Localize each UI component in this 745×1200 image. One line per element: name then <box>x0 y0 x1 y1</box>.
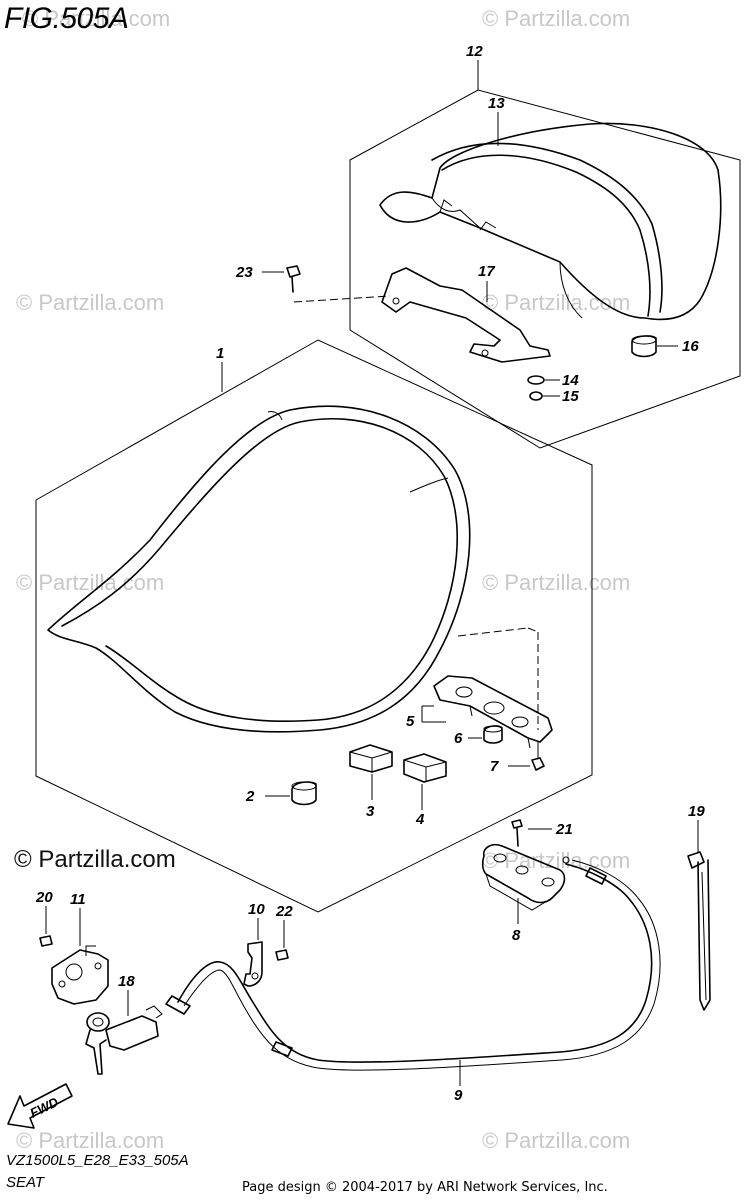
brand-watermark: © Partzilla.com <box>14 846 176 873</box>
callout-2: 2 <box>245 788 255 805</box>
bolt-20 <box>39 935 53 947</box>
callout-8: 8 <box>512 927 521 944</box>
hinge-bracket-5 <box>433 675 553 749</box>
nut-15 <box>529 391 543 401</box>
seat-latch-8 <box>481 843 566 911</box>
callout-5: 5 <box>406 713 415 730</box>
screw-21 <box>511 819 523 847</box>
bolt-22 <box>275 949 289 961</box>
callout-14: 14 <box>562 372 579 389</box>
callout-21: 21 <box>555 821 573 838</box>
cushion-2 <box>291 781 317 806</box>
callout-1: 1 <box>216 345 224 362</box>
callout-11: 11 <box>70 891 86 908</box>
washer-14 <box>527 375 545 385</box>
callout-13: 13 <box>488 95 505 112</box>
cushion-16 <box>631 335 657 358</box>
cushion-6 <box>483 725 503 744</box>
callout-23: 23 <box>235 264 253 281</box>
callout-16: 16 <box>682 338 699 355</box>
damper-4 <box>403 753 447 783</box>
passenger-seat-13 <box>379 122 722 321</box>
bracket-17 <box>381 267 551 363</box>
seat-lock-18 <box>85 1005 163 1075</box>
figure-name: SEAT <box>6 1174 45 1191</box>
group-outline-1 <box>35 339 593 913</box>
callout-15: 15 <box>562 388 579 405</box>
main-seat-1 <box>47 405 471 733</box>
bolt-23 <box>286 265 301 293</box>
damper-3 <box>349 744 393 773</box>
callout-7: 7 <box>490 758 499 775</box>
callout-6: 6 <box>454 730 463 747</box>
figure-code: VZ1500L5_E28_E33_505A <box>6 1152 189 1169</box>
callout-18: 18 <box>118 973 135 990</box>
cable-bracket-10 <box>243 941 263 987</box>
seat-cable-9 <box>165 856 661 1071</box>
callout-4: 4 <box>415 811 425 828</box>
callout-19: 19 <box>688 803 705 820</box>
cable-tie-19 <box>687 851 711 1011</box>
callout-10: 10 <box>248 901 265 918</box>
callout-12: 12 <box>466 43 483 60</box>
callout-9: 9 <box>454 1087 463 1104</box>
callout-17: 17 <box>478 263 495 280</box>
callout-3: 3 <box>366 803 375 820</box>
lock-bracket-11 <box>51 945 109 1005</box>
forward-direction-arrow: FWD <box>7 1083 73 1129</box>
page-credit: Page design © 2004-2017 by ARI Network S… <box>242 1180 608 1195</box>
figure-title: FIG.505A <box>4 2 129 35</box>
callout-22: 22 <box>275 903 293 920</box>
screw-7 <box>531 742 545 771</box>
fwd-label: FWD <box>28 1094 62 1121</box>
callout-20: 20 <box>35 889 53 906</box>
